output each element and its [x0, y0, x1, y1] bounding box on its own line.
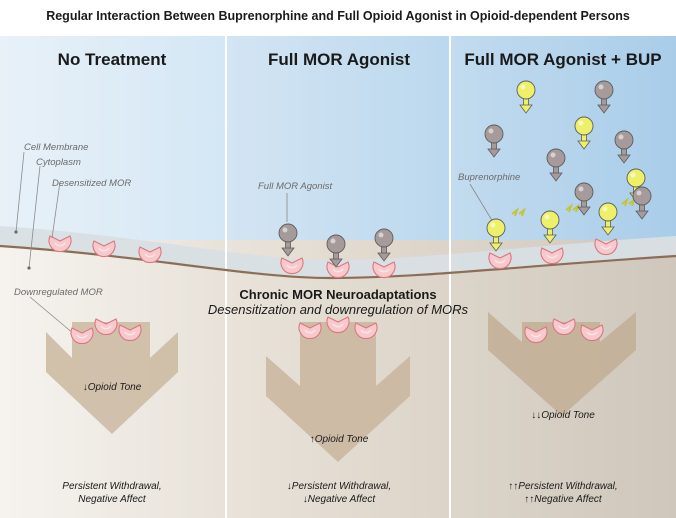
desensitized-mor-icon: [92, 240, 116, 258]
panel-divider: [225, 220, 227, 290]
buprenorphine-icon: [574, 116, 594, 150]
opioid-tone-full-agonist: ↑Opioid Tone: [309, 434, 369, 445]
label-cytoplasm: Cytoplasm: [36, 157, 81, 168]
downregulated-mor-icon: [326, 316, 350, 334]
full-agonist-icon: [614, 130, 634, 164]
downregulated-mor-icon: [94, 318, 118, 336]
binding-chevrons-icon: [565, 203, 581, 213]
ligand-layer: [278, 80, 652, 268]
binding-chevrons-icon: [511, 207, 527, 217]
full-agonist-icon: [326, 234, 346, 268]
outcome-line: ↑↑Persistent Withdrawal,: [508, 481, 618, 492]
outcome-line: ↑↑Negative Affect: [524, 494, 602, 505]
outcome-line: ↓Persistent Withdrawal,: [286, 481, 392, 492]
buprenorphine-icon: [598, 202, 618, 236]
outcome-line: Persistent Withdrawal,: [62, 481, 162, 492]
label-pointers: [15, 151, 494, 335]
mor-receptor-icon: [326, 261, 350, 279]
outcome-agonist-bup: ↑↑Persistent Withdrawal, ↑↑Negative Affe…: [451, 480, 675, 506]
downregulated-mor-icon: [552, 318, 576, 336]
downregulation-arrow: [46, 322, 178, 434]
outcome-line: Negative Affect: [78, 494, 146, 505]
mor-receptor-icon: [280, 257, 304, 275]
full-agonist-icon: [546, 148, 566, 182]
outcome-no-treatment: Persistent Withdrawal, Negative Affect: [0, 480, 224, 506]
full-agonist-icon: [374, 228, 394, 262]
mor-receptor-icon: [540, 247, 564, 265]
desensitized-mor-icon: [138, 246, 162, 264]
panel-divider: [449, 220, 451, 290]
panel-no-treatment: [0, 36, 225, 518]
outcome-full-agonist: ↓Persistent Withdrawal, ↓Negative Affect: [227, 480, 451, 506]
mor-receptor-icon: [488, 252, 512, 270]
label-desensitized-mor: Desensitized MOR: [52, 178, 132, 189]
diagram-title: Regular Interaction Between Buprenorphin…: [46, 9, 630, 23]
mor-receptor-icon: [372, 261, 396, 279]
membrane-line: [0, 244, 676, 280]
outcome-line: ↓Negative Affect: [302, 494, 376, 505]
full-agonist-icon: [278, 223, 298, 257]
full-agonist-icon: [594, 80, 614, 114]
column-title-no-treatment: No Treatment: [57, 50, 167, 69]
buprenorphine-icon: [540, 210, 560, 244]
label-downregulated-mor: Downregulated MOR: [14, 287, 103, 298]
downregulated-mor-icon: [354, 322, 378, 340]
opioid-tone-no-treatment: ↓Opioid Tone: [82, 382, 142, 393]
downregulated-mor-icon: [298, 322, 322, 340]
full-agonist-icon: [632, 186, 652, 220]
full-agonist-icon: [484, 124, 504, 158]
receptor-layer: [48, 235, 618, 345]
downregulation-arrow: [266, 322, 410, 462]
opioid-tone-agonist-bup: ↓↓Opioid Tone: [531, 410, 595, 421]
downregulated-mor-icon: [580, 324, 604, 342]
downregulated-mor-icon: [70, 327, 94, 345]
neuroadaptations-subheading: Desensitization and downregulation of MO…: [207, 302, 469, 317]
neuroadaptations-heading: Chronic MOR Neuroadaptations: [239, 287, 437, 302]
panel-agonist-bup: [451, 36, 676, 518]
label-cell-membrane: Cell Membrane: [24, 142, 89, 153]
label-buprenorphine: Buprenorphine: [458, 172, 521, 183]
mor-receptor-icon: [594, 238, 618, 256]
column-title-agonist-bup: Full MOR Agonist + BUP: [464, 50, 662, 69]
label-full-mor-agonist: Full MOR Agonist: [258, 181, 333, 192]
full-agonist-icon: [574, 182, 594, 216]
downregulated-mor-icon: [524, 326, 548, 344]
desensitized-mor-icon: [48, 235, 72, 253]
buprenorphine-icon: [486, 218, 506, 252]
downregulated-mor-icon: [118, 324, 142, 342]
column-title-full-agonist: Full MOR Agonist: [268, 50, 410, 69]
buprenorphine-icon: [516, 80, 536, 114]
